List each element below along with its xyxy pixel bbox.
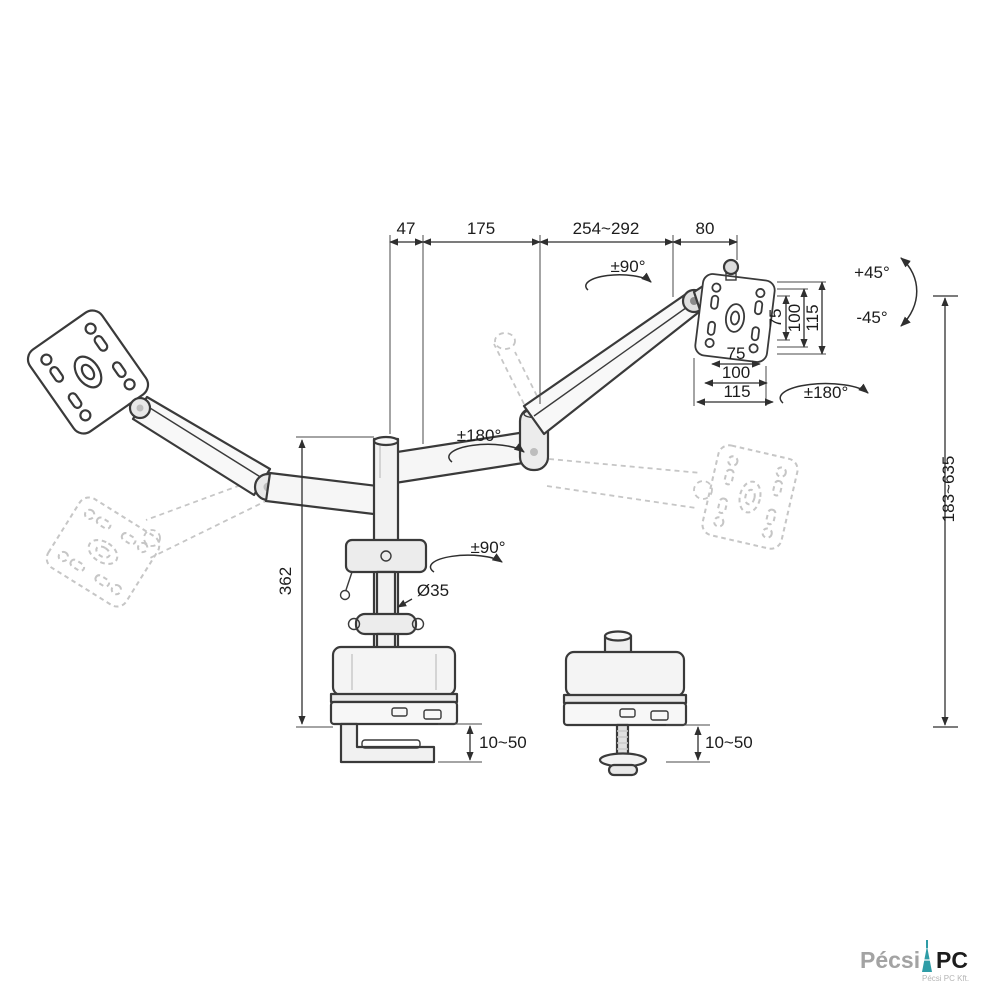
watermark-brand-secondary: PC bbox=[936, 947, 968, 973]
angle-base-swivel: ±90° bbox=[470, 538, 505, 557]
watermark-brand-primary: Pécsi bbox=[860, 947, 920, 973]
left-desk-clamp bbox=[329, 645, 459, 764]
angle-arm-rotate: ±180° bbox=[457, 426, 502, 445]
dim-vesa-v75: 75 bbox=[766, 309, 785, 328]
right-grommet-clamp bbox=[562, 630, 688, 777]
dim-top-254-292: 254~292 bbox=[573, 219, 640, 238]
ghost-left-arm-position bbox=[41, 478, 269, 612]
usb-port-left bbox=[391, 707, 408, 717]
angle-tilt-down: -45° bbox=[856, 308, 887, 327]
dim-desk-thickness-right: 10~50 bbox=[705, 733, 753, 752]
watermark-tower-icon bbox=[922, 940, 932, 972]
watermark: Pécsi PC Pécsi PC Kft. bbox=[860, 940, 969, 983]
right-arm-assembly bbox=[518, 258, 777, 472]
dim-top-80: 80 bbox=[696, 219, 715, 238]
wing-nut bbox=[607, 763, 639, 777]
dim-vesa-h100: 100 bbox=[722, 363, 750, 382]
right-upper-arm bbox=[522, 292, 701, 436]
dim-height-range: 183~635 bbox=[939, 456, 958, 523]
dim-vesa-h75: 75 bbox=[727, 344, 746, 363]
dim-desk-thickness-left: 10~50 bbox=[479, 733, 527, 752]
center-pole bbox=[339, 435, 428, 652]
watermark-subtitle: Pécsi PC Kft. bbox=[922, 974, 969, 983]
usb-port-right bbox=[619, 708, 636, 718]
angle-swivel-top: ±90° bbox=[610, 257, 645, 276]
angle-plate-rotate: ±180° bbox=[804, 383, 849, 402]
dim-vesa-v115: 115 bbox=[803, 304, 822, 331]
dim-vesa-h115: 115 bbox=[723, 382, 750, 401]
dim-top-175: 175 bbox=[467, 219, 495, 238]
usb-port-right-2 bbox=[650, 710, 669, 721]
dim-vesa-v100: 100 bbox=[785, 304, 804, 332]
dim-top-47: 47 bbox=[397, 219, 416, 238]
height-adjust-collar bbox=[354, 612, 418, 636]
dimension-annotations: 47 175 254~292 80 ±90° +45° -45° 75 100 … bbox=[276, 219, 958, 763]
left-arm-assembly bbox=[22, 304, 396, 518]
dim-pole-diameter: Ø35 bbox=[417, 581, 449, 600]
pole-collar bbox=[344, 538, 428, 574]
angle-tilt-up: +45° bbox=[854, 263, 890, 282]
dim-pole-height: 362 bbox=[276, 567, 295, 595]
usb-port-left-2 bbox=[423, 709, 442, 720]
tilt-knob bbox=[722, 258, 740, 276]
